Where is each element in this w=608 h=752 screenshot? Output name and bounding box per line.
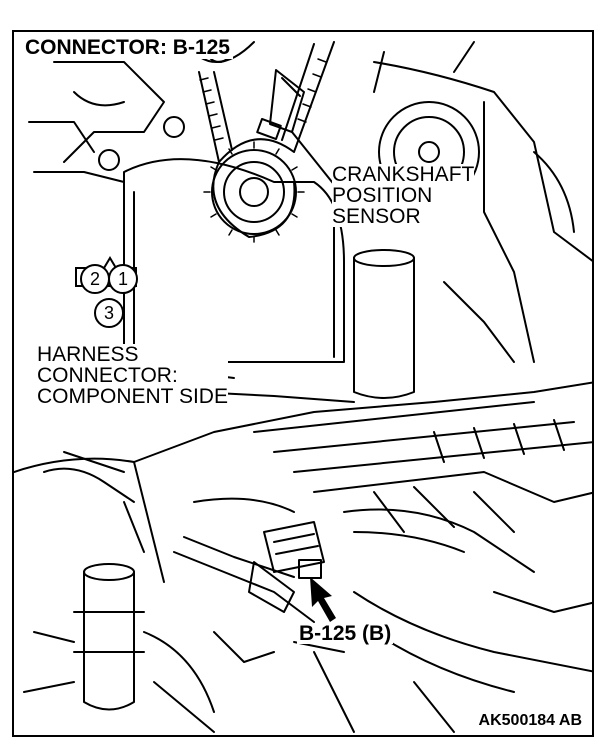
- harness-label-line-1: HARNESS: [37, 343, 139, 366]
- harness-label-line-2: CONNECTOR:: [37, 364, 178, 387]
- diagram-frame: 2 1 3 CONNECTOR: B-125 CRANKSHAFT POSITI…: [12, 30, 594, 737]
- harness-connector-label: HARNESS CONNECTOR: COMPONENT SIDE: [37, 344, 228, 407]
- sensor-label-line-2: POSITION: [332, 184, 433, 207]
- pin-2: 2: [80, 264, 110, 294]
- connector-title: CONNECTOR: B-125: [22, 36, 233, 59]
- figure-id: AK500184 AB: [476, 712, 584, 729]
- harness-label-line-3: COMPONENT SIDE: [37, 385, 228, 408]
- pin-1: 1: [108, 264, 138, 294]
- crankshaft-sensor-label: CRANKSHAFT POSITION SENSOR: [332, 163, 475, 228]
- sensor-label-line-3: SENSOR: [332, 205, 421, 228]
- engine-line-drawing: [14, 37, 592, 733]
- connector-callout: B-125 (B): [297, 622, 394, 645]
- pin-3: 3: [94, 298, 124, 328]
- sensor-label-line-1: CRANKSHAFT: [332, 163, 475, 186]
